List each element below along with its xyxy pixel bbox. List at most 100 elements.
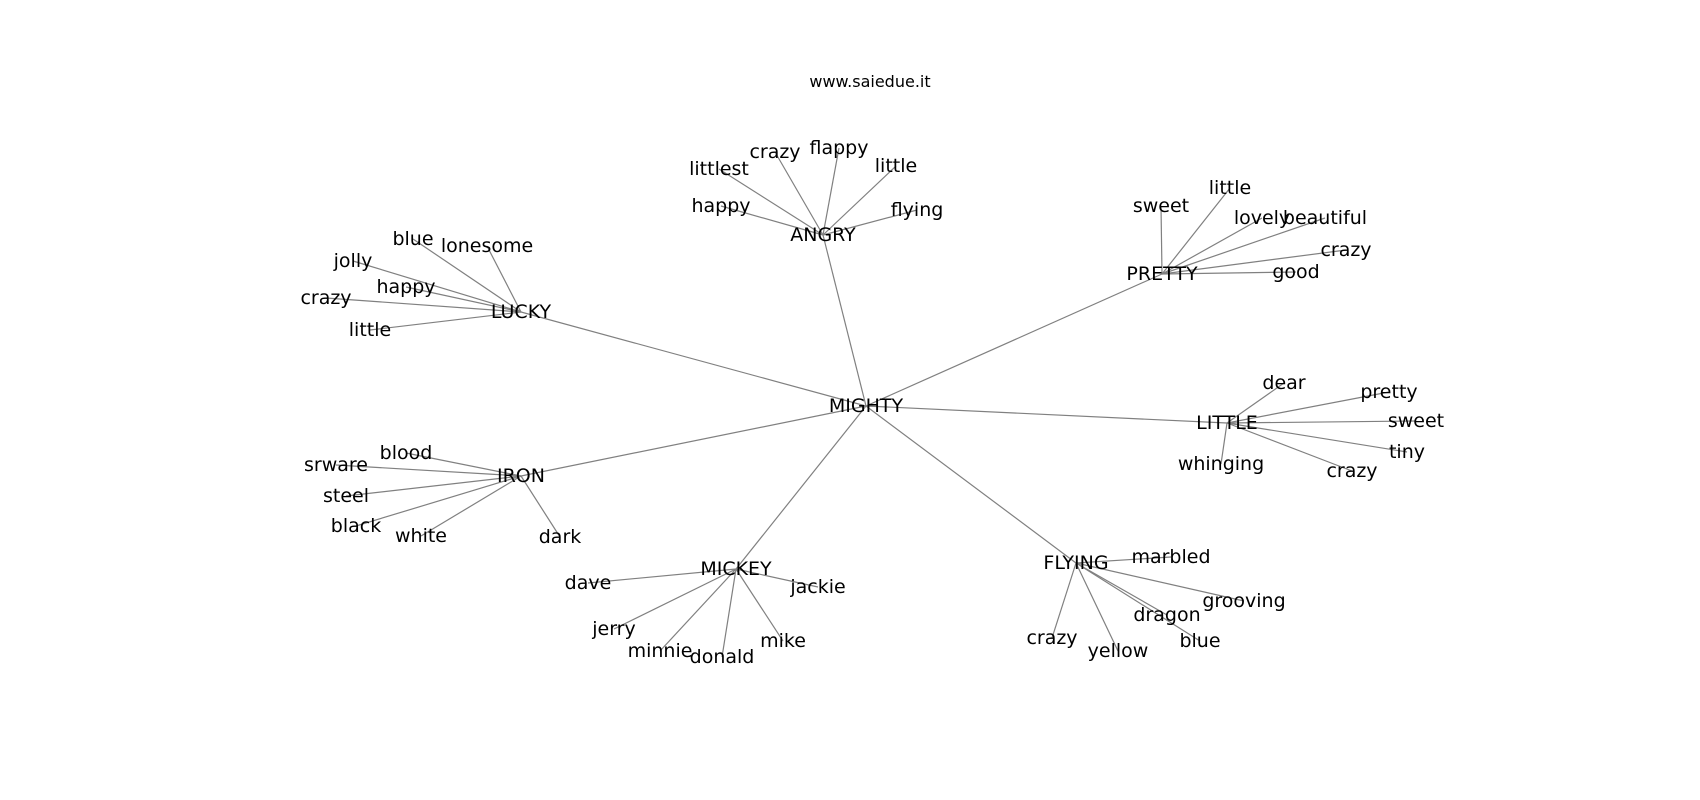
node-leaf-little-sweet: sweet bbox=[1388, 410, 1444, 432]
edge-root-lucky bbox=[520, 311, 867, 407]
edge-mickey-minnie bbox=[659, 568, 737, 652]
labels-layer: MIGHTY ANGRY crazy flappy littlest little happ… bbox=[300, 137, 1444, 668]
node-hub-flying: FLYING bbox=[1043, 552, 1108, 574]
edge-pretty-beautiful bbox=[1161, 217, 1326, 275]
node-leaf-mickey-jerry: jerry bbox=[591, 618, 636, 640]
node-leaf-angry-crazy: crazy bbox=[749, 141, 800, 163]
node-leaf-pretty-crazy: crazy bbox=[1320, 239, 1371, 261]
node-leaf-iron-srware: srware bbox=[304, 454, 368, 476]
edge-lucky-little bbox=[369, 311, 522, 331]
edge-flying-dragon bbox=[1075, 562, 1168, 616]
node-leaf-mickey-donald: donald bbox=[690, 646, 755, 668]
edge-little-sweet bbox=[1226, 420, 1417, 424]
node-hub-angry: ANGRY bbox=[790, 224, 856, 246]
node-leaf-flying-dragon: dragon bbox=[1133, 604, 1200, 626]
edge-root-pretty bbox=[865, 273, 1163, 407]
node-leaf-flying-blue: blue bbox=[1179, 630, 1220, 652]
edge-pretty-good bbox=[1161, 271, 1297, 275]
node-leaf-lucky-blue: blue bbox=[392, 228, 433, 250]
edge-iron-srware bbox=[335, 464, 522, 477]
node-leaf-angry-flappy: flappy bbox=[810, 137, 869, 159]
edge-root-angry bbox=[822, 234, 867, 407]
node-hub-iron: IRON bbox=[497, 465, 545, 487]
edge-lucky-blue bbox=[412, 238, 522, 313]
edge-iron-dark bbox=[520, 475, 561, 538]
node-leaf-mickey-minnie: minnie bbox=[628, 640, 693, 662]
node-leaf-pretty-little: little bbox=[1209, 177, 1251, 199]
node-hub-pretty: PRETTY bbox=[1126, 263, 1198, 285]
edge-little-crazy bbox=[1226, 422, 1353, 472]
node-leaf-little-pretty: pretty bbox=[1360, 381, 1417, 403]
edge-pretty-crazy bbox=[1161, 249, 1347, 275]
node-leaf-iron-blood: blood bbox=[380, 442, 433, 464]
edge-iron-white bbox=[420, 475, 522, 537]
node-leaf-angry-flying: flying bbox=[891, 199, 944, 221]
edge-flying-crazy bbox=[1051, 562, 1077, 639]
node-leaf-little-dear: dear bbox=[1262, 372, 1305, 394]
node-leaf-little-crazy: crazy bbox=[1326, 460, 1377, 482]
edge-mickey-dave bbox=[587, 568, 737, 584]
node-leaf-iron-black: black bbox=[331, 515, 381, 537]
node-leaf-little-whinging: whinging bbox=[1178, 453, 1264, 475]
site-title: www.saiedue.it bbox=[809, 72, 930, 91]
node-leaf-pretty-good: good bbox=[1272, 261, 1319, 283]
node-leaf-lucky-lonesome: lonesome bbox=[441, 235, 533, 257]
edge-lucky-jolly bbox=[352, 260, 522, 313]
edge-lucky-lonesome bbox=[486, 245, 522, 313]
edge-angry-flying bbox=[822, 209, 918, 236]
edge-lucky-happy bbox=[405, 286, 522, 313]
node-hub-mickey: MICKEY bbox=[700, 558, 772, 580]
edge-angry-happy bbox=[720, 205, 824, 236]
edge-mickey-jackie bbox=[735, 568, 819, 588]
edge-iron-blood bbox=[405, 452, 522, 477]
node-leaf-lucky-crazy: crazy bbox=[300, 287, 351, 309]
node-leaf-iron-dark: dark bbox=[539, 526, 582, 548]
edge-root-iron bbox=[520, 405, 867, 477]
node-leaf-pretty-beautiful: beautiful bbox=[1283, 207, 1367, 229]
node-leaf-lucky-happy: happy bbox=[376, 276, 435, 298]
edge-little-whinging bbox=[1220, 422, 1228, 465]
node-leaf-pretty-sweet: sweet bbox=[1133, 195, 1189, 217]
node-leaf-flying-crazy: crazy bbox=[1026, 627, 1077, 649]
edge-flying-marbled bbox=[1075, 556, 1172, 564]
node-leaf-lucky-jolly: jolly bbox=[333, 250, 373, 272]
edge-pretty-little bbox=[1161, 187, 1231, 275]
node-leaf-flying-yellow: yellow bbox=[1088, 640, 1149, 662]
node-leaf-iron-white: white bbox=[395, 525, 447, 547]
edge-root-mickey bbox=[735, 405, 867, 570]
node-leaf-little-tiny: tiny bbox=[1389, 441, 1425, 463]
edges-layer bbox=[325, 147, 1417, 658]
edge-mickey-mike bbox=[735, 568, 784, 642]
edge-angry-flappy bbox=[822, 147, 840, 236]
edge-mickey-donald bbox=[721, 568, 737, 658]
node-leaf-flying-marbled: marbled bbox=[1131, 546, 1210, 568]
edge-pretty-sweet bbox=[1160, 205, 1163, 275]
edge-flying-yellow bbox=[1075, 562, 1119, 652]
node-leaf-angry-littlest: littlest bbox=[689, 158, 749, 180]
node-leaf-mickey-mike: mike bbox=[760, 630, 806, 652]
node-leaf-flying-grooving: grooving bbox=[1202, 590, 1285, 612]
node-root-mighty: MIGHTY bbox=[829, 395, 904, 417]
node-leaf-pretty-lovely: lovely bbox=[1234, 207, 1290, 229]
edge-flying-blue bbox=[1075, 562, 1201, 642]
node-leaf-angry-happy: happy bbox=[691, 195, 750, 217]
node-leaf-mickey-jackie: jackie bbox=[789, 576, 845, 598]
edge-iron-steel bbox=[345, 475, 522, 497]
edge-iron-black bbox=[355, 475, 522, 527]
edge-root-flying bbox=[865, 405, 1077, 564]
node-hub-lucky: LUCKY bbox=[491, 301, 552, 323]
edge-pretty-lovely bbox=[1161, 217, 1263, 275]
edge-flying-grooving bbox=[1075, 562, 1245, 602]
edge-little-dear bbox=[1226, 382, 1285, 424]
edge-angry-little bbox=[822, 165, 897, 236]
edge-little-tiny bbox=[1226, 422, 1408, 453]
node-leaf-iron-steel: steel bbox=[323, 485, 369, 507]
node-leaf-mickey-dave: dave bbox=[565, 572, 612, 594]
node-leaf-lucky-little: little bbox=[349, 319, 391, 341]
node-leaf-angry-little: little bbox=[875, 155, 917, 177]
node-hub-little: LITTLE bbox=[1196, 412, 1258, 434]
edge-angry-crazy bbox=[774, 151, 824, 236]
edge-angry-littlest bbox=[718, 168, 824, 236]
edge-lucky-crazy bbox=[325, 297, 522, 313]
